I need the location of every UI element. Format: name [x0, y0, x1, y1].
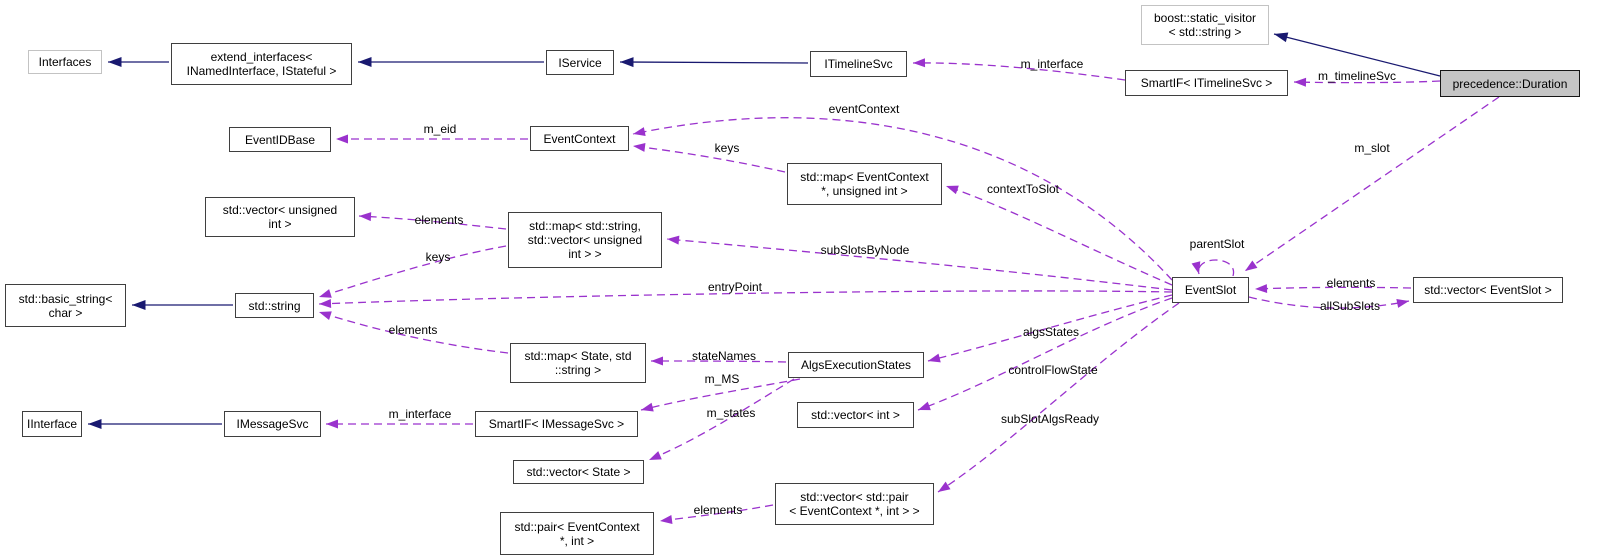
node-vector-eventslot[interactable]: std::vector< EventSlot >: [1413, 277, 1563, 303]
edge-label-keys-lower: keys: [425, 250, 451, 264]
edge-label-m-eid: m_eid: [423, 122, 457, 136]
node-eventslot[interactable]: EventSlot: [1172, 277, 1249, 303]
edge-elements-string: [318, 311, 509, 354]
edge-label-m-states: m_states: [706, 406, 756, 420]
edge-elements-pair: [659, 504, 774, 524]
node-extend-interfaces[interactable]: extend_interfaces< INamedInterface, ISta…: [171, 43, 352, 85]
edge-label-entrypoint: entryPoint: [707, 280, 763, 294]
edge-m-ms: [640, 378, 801, 412]
node-iservice[interactable]: IService: [546, 50, 614, 75]
edge-label-m-interface-top: m_interface: [1020, 57, 1084, 71]
edge-eventcontext: [632, 117, 1173, 281]
edge-m-slot: [1244, 96, 1500, 272]
edge-subslotsbynode: [666, 235, 1173, 291]
node-smartif-imessagesvc[interactable]: SmartIF< IMessageSvc >: [475, 411, 638, 437]
node-eventidbase[interactable]: EventIDBase: [229, 127, 331, 152]
node-imessagesvc[interactable]: IMessageSvc: [224, 411, 321, 437]
node-boost-static-visitor[interactable]: boost::static_visitor < std::string >: [1141, 5, 1269, 45]
edge-label-statenames: stateNames: [691, 349, 757, 363]
edge-label-m-interface-bottom: m_interface: [388, 407, 452, 421]
edge-label-algsstates: algsStates: [1022, 325, 1080, 339]
node-vector-int[interactable]: std::vector< int >: [797, 402, 914, 428]
edge-label-elements-vec-uint: elements: [414, 213, 464, 227]
edge-label-elements-string: elements: [388, 323, 438, 337]
edge-keys-string: [318, 245, 507, 298]
node-interfaces[interactable]: Interfaces: [28, 50, 102, 74]
node-vector-state[interactable]: std::vector< State >: [513, 460, 644, 484]
node-basic-string-char[interactable]: std::basic_string< char >: [5, 284, 126, 327]
edge-label-elements-pair: elements: [693, 503, 743, 517]
node-precedence-duration[interactable]: precedence::Duration: [1440, 70, 1580, 97]
node-eventcontext[interactable]: EventContext: [530, 126, 629, 151]
edge-inherit-duration: [1273, 32, 1441, 77]
edge-elements-vec-uint: [358, 212, 507, 230]
node-pair-eventcontext-int[interactable]: std::pair< EventContext *, int >: [500, 512, 654, 555]
edge-elements-eventslot: [1254, 284, 1412, 294]
edge-label-controlflowstate: controlFlowState: [1008, 363, 1098, 377]
edge-contexttoslot: [945, 185, 1173, 286]
node-map-eventcontext-uint[interactable]: std::map< EventContext *, unsigned int >: [787, 163, 942, 205]
edge-label-elements-eventslot: elements: [1326, 276, 1376, 290]
node-smartif-itimelinesvc[interactable]: SmartIF< ITimelineSvc >: [1125, 70, 1288, 96]
edge-label-m-slot: m_slot: [1354, 141, 1390, 155]
edge-statenames: [650, 356, 787, 366]
edge-label-m-timelinesvc: m_timelineSvc: [1317, 69, 1397, 83]
edge-allsubslots: [1248, 296, 1410, 309]
edge-label-m-ms: m_MS: [704, 372, 740, 386]
edge-keys-eventcontext: [632, 142, 786, 173]
node-vector-pair-eventcontext-int[interactable]: std::vector< std::pair < EventContext *,…: [775, 483, 934, 525]
edge-label-subslotalgsready: subSlotAlgsReady: [1000, 412, 1100, 426]
edge-m-interface-timeline: [912, 58, 1126, 81]
edge-label-allsubslots: allSubSlots: [1319, 299, 1381, 313]
edge-m-timelinesvc: [1293, 77, 1441, 87]
edge-algsstates: [927, 294, 1173, 363]
edge-label-contexttoslot: contextToSlot: [986, 182, 1060, 196]
edge-entrypoint: [318, 290, 1173, 309]
edge-label-parentslot: parentSlot: [1189, 237, 1245, 251]
node-std-string[interactable]: std::string: [235, 293, 314, 318]
node-iinterface[interactable]: IInterface: [22, 411, 82, 437]
node-algsexecutionstates[interactable]: AlgsExecutionStates: [788, 352, 924, 378]
node-map-string-vector-uint[interactable]: std::map< std::string, std::vector< unsi…: [508, 212, 662, 268]
edge-label-subslotsbynode: subSlotsByNode: [820, 243, 910, 257]
node-vector-unsigned-int[interactable]: std::vector< unsigned int >: [205, 197, 355, 237]
edge-m-states: [648, 378, 795, 461]
node-itimelinesvc[interactable]: ITimelineSvc: [810, 51, 907, 77]
edge-subslotalgsready: [937, 302, 1180, 493]
edge-label-keys-upper: keys: [714, 141, 740, 155]
edge-inherit-itimelinesvc: [619, 57, 809, 68]
edge-parentslot-selfloop: [1191, 259, 1235, 277]
edge-label-eventcontext: eventContext: [828, 102, 900, 116]
node-map-state-string[interactable]: std::map< State, std ::string >: [510, 343, 646, 383]
